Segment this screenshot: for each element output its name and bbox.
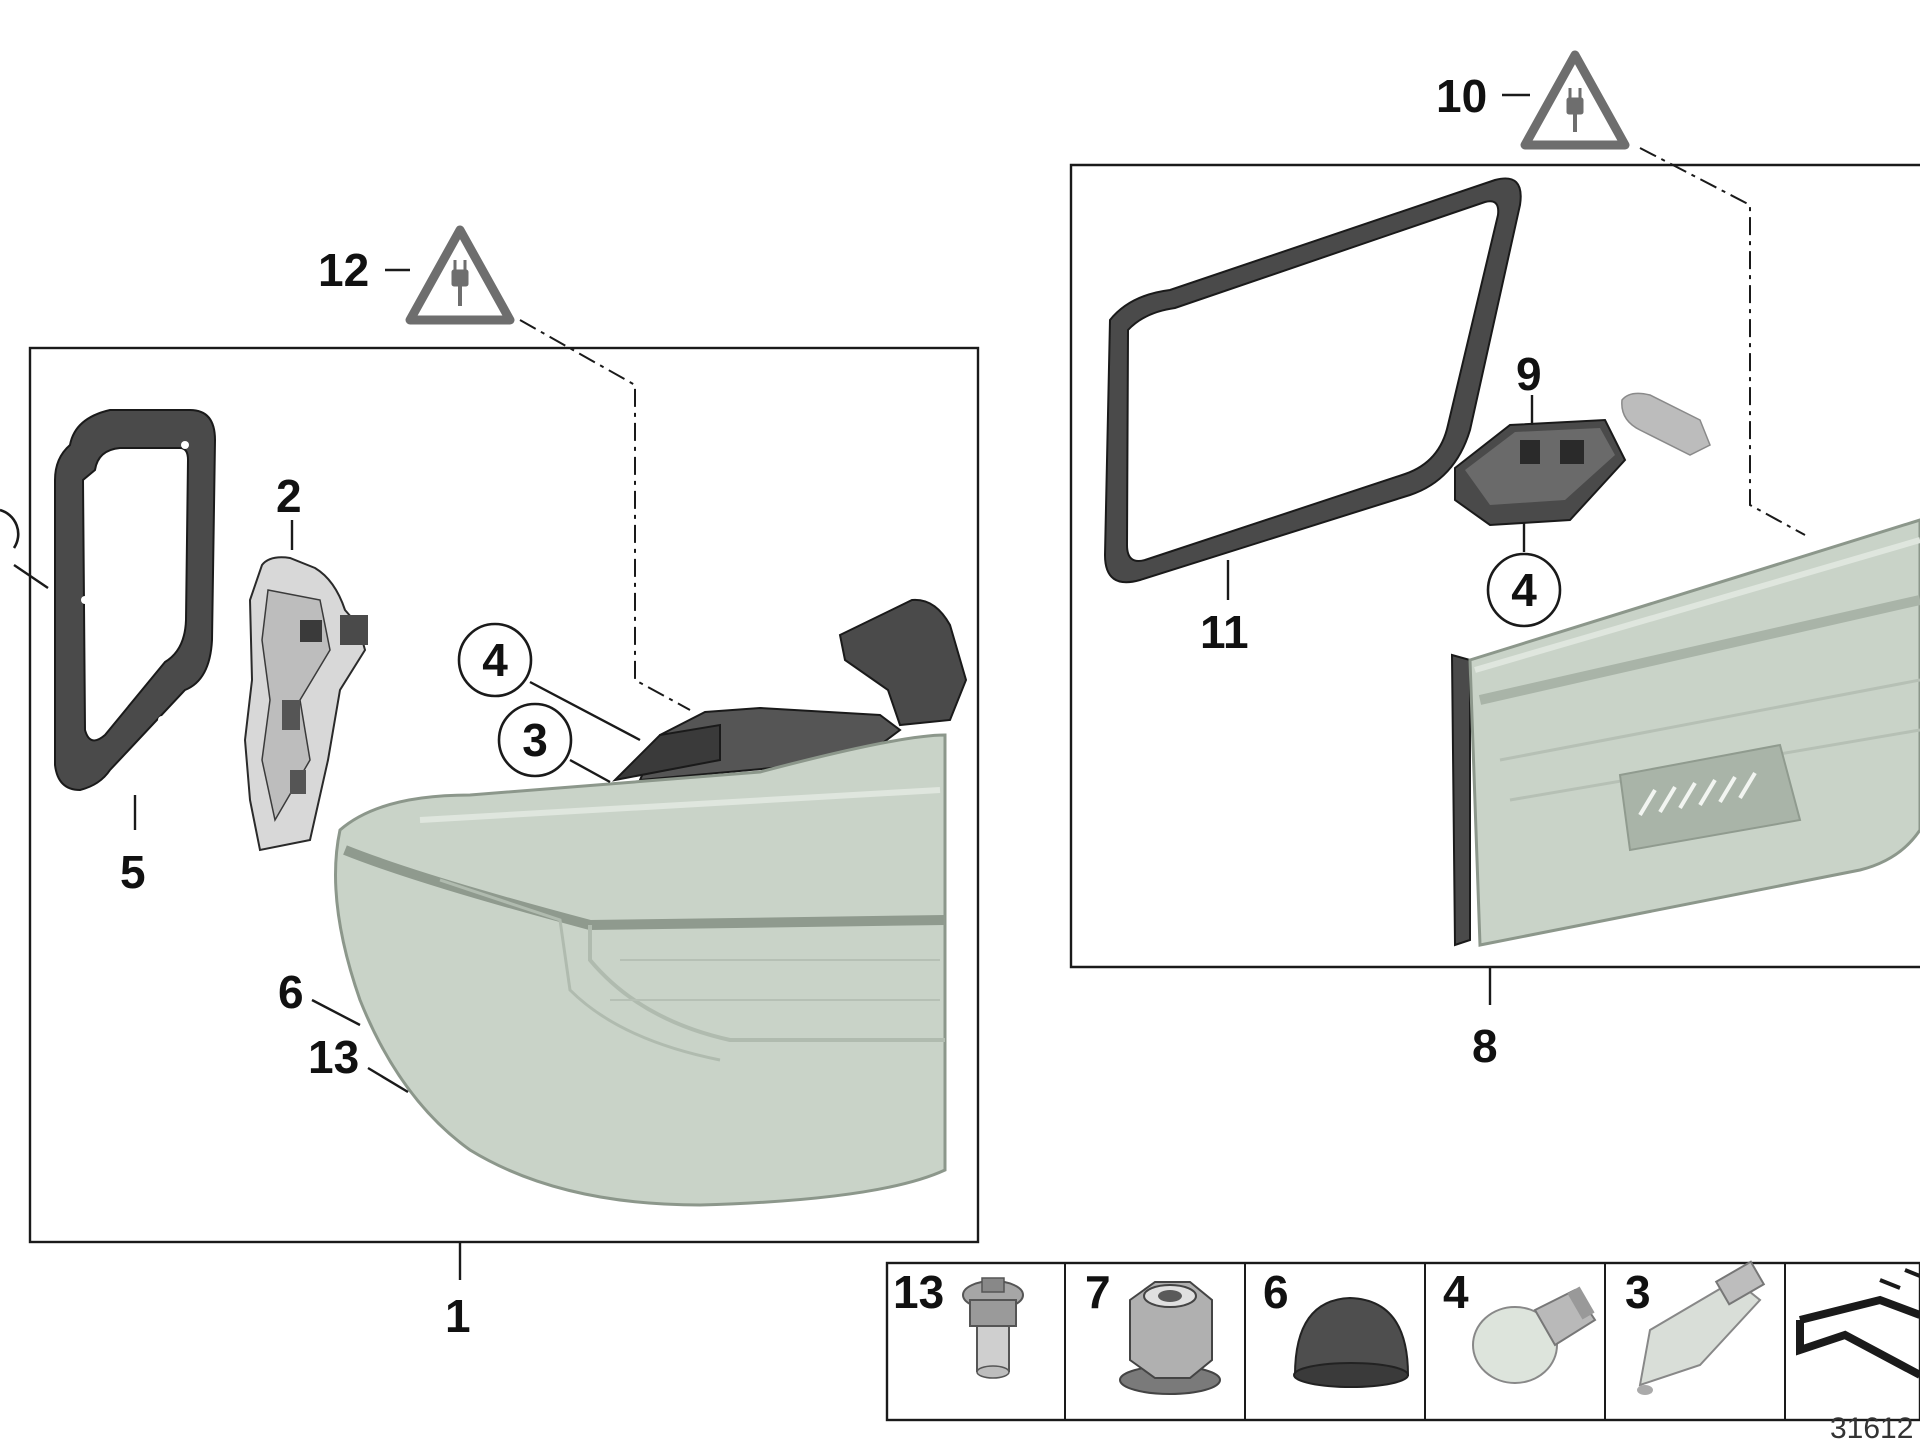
leader-6 bbox=[311, 998, 361, 1027]
callout-9: 9 bbox=[1516, 348, 1542, 400]
callout-circle-4a bbox=[457, 622, 533, 698]
strip-number-3: 3 bbox=[1625, 1266, 1651, 1318]
callout-6: 6 bbox=[278, 966, 304, 1018]
hex-nut-icon bbox=[1119, 1281, 1221, 1395]
callout-10: 10 bbox=[1436, 70, 1487, 122]
leader-4a bbox=[529, 680, 641, 742]
dash-12 bbox=[519, 319, 691, 711]
leader-3 bbox=[569, 758, 611, 784]
bulb-icon bbox=[1472, 1286, 1597, 1384]
plug-icon bbox=[1566, 88, 1584, 132]
leader-left-edge bbox=[13, 564, 49, 589]
strip-number-13: 13 bbox=[893, 1266, 944, 1318]
callout-5: 5 bbox=[120, 846, 146, 898]
arrow-symbol-icon bbox=[1796, 1268, 1920, 1379]
parts-strip: 13 7 6 4 3 bbox=[885, 1260, 1920, 1422]
callout-4a: 4 bbox=[482, 634, 508, 686]
callout-circle-3 bbox=[497, 702, 573, 778]
gasket-part-11 bbox=[1103, 177, 1522, 584]
bulb-carrier-part-2 bbox=[243, 556, 368, 852]
bolt-icon bbox=[962, 1277, 1024, 1379]
cap-icon bbox=[1293, 1296, 1410, 1388]
gasket-part-5 bbox=[54, 409, 217, 792]
bulb-holder-part-9 bbox=[1454, 392, 1711, 527]
leader-13 bbox=[367, 1066, 409, 1094]
strip-number-6: 6 bbox=[1263, 1266, 1289, 1318]
callout-4b: 4 bbox=[1511, 564, 1537, 616]
callout-13: 13 bbox=[308, 1031, 359, 1083]
diagram-id: 31612 bbox=[1830, 1412, 1913, 1440]
warning-triangle-10 bbox=[1520, 50, 1630, 150]
dash-10 bbox=[1639, 147, 1806, 536]
cut-off-callout-circle bbox=[0, 508, 20, 549]
callout-11: 11 bbox=[1200, 606, 1249, 658]
right-assembly-frame bbox=[1069, 163, 1920, 969]
callout-1: 1 bbox=[445, 1290, 471, 1342]
strip-number-7: 7 bbox=[1085, 1266, 1111, 1318]
callout-8: 8 bbox=[1472, 1020, 1498, 1072]
strip-number-4: 4 bbox=[1443, 1266, 1469, 1318]
callout-12: 12 bbox=[318, 244, 369, 296]
rear-light-outer-part-1 bbox=[334, 598, 968, 1207]
callout-circle-4b bbox=[1486, 552, 1562, 628]
bulb-socket-icon bbox=[1637, 1260, 1766, 1395]
warning-triangle-12 bbox=[405, 225, 515, 325]
plug-icon bbox=[451, 260, 469, 306]
left-assembly-frame bbox=[28, 346, 980, 1244]
callout-2: 2 bbox=[276, 470, 302, 522]
callout-3: 3 bbox=[522, 714, 548, 766]
